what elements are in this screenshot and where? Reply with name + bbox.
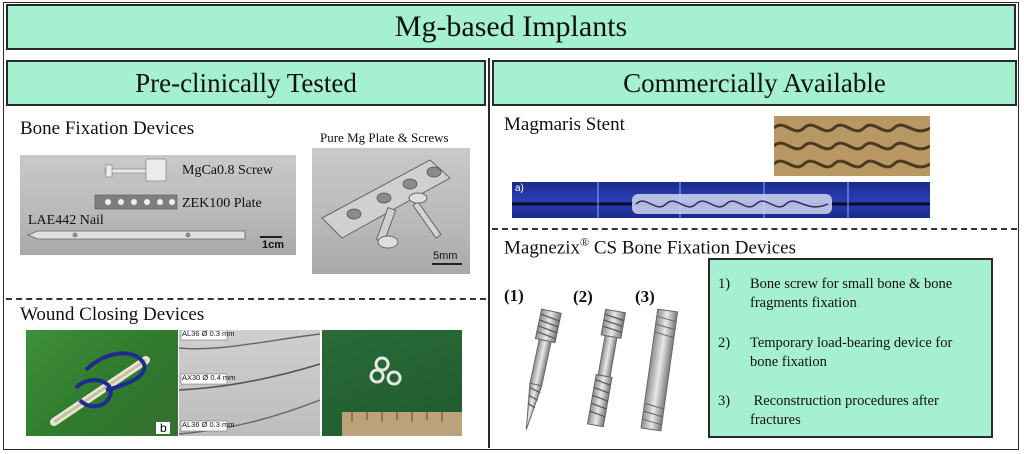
- clip-illustration: [342, 356, 462, 436]
- scale-label-5mm: 5mm: [433, 250, 458, 262]
- screw-label: MgCa0.8 Screw: [182, 163, 273, 178]
- screw-2-shape: [586, 308, 626, 428]
- right-section-divider: [492, 228, 1017, 230]
- screw-1-shape: [525, 308, 562, 430]
- screw-label-3: (3): [635, 287, 655, 306]
- plate-label: ZEK100 Plate: [182, 196, 262, 211]
- main-title: Mg-based Implants: [394, 10, 628, 43]
- screw-3-shape: [640, 308, 679, 432]
- column-divider: [488, 58, 490, 448]
- preclinical-header: Pre-clinically Tested: [6, 60, 486, 106]
- nail-label: LAE442 Nail: [28, 213, 104, 228]
- scale-label-1cm: 1cm: [262, 239, 285, 251]
- wire-photo: AL36 Ø 0.3 mm AX30 Ø 0.4 mm AL36 Ø 0.3 m…: [179, 330, 320, 436]
- use-item-1-text: Bone screw for small bone & bone fragmen…: [750, 276, 953, 311]
- clip-photo: [322, 330, 462, 436]
- wound-device-photo: b: [26, 330, 178, 436]
- pure-mg-plate-photo: [312, 148, 470, 274]
- bone-fixation-photo: [20, 155, 296, 255]
- use-item-3-text: Reconstruction procedures after fracture…: [750, 393, 943, 428]
- magnezix-uses-box: 1) Bone screw for small bone & bone frag…: [708, 258, 993, 438]
- left-section-divider: [6, 298, 486, 300]
- main-title-banner: Mg-based Implants: [6, 4, 1016, 50]
- magnezix-title-rest: CS Bone Fixation Devices: [589, 237, 796, 259]
- figure-frame: [3, 2, 1019, 450]
- stent-panel-tag: a): [515, 183, 524, 194]
- screw-label-2: (2): [573, 287, 593, 306]
- wound-closing-title: Wound Closing Devices: [20, 304, 205, 325]
- magnezix-title-main: Magnezix: [504, 237, 580, 259]
- use-item-3-num: 3): [718, 393, 731, 409]
- pure-mg-plate-title: Pure Mg Plate & Screws: [320, 130, 449, 145]
- use-item-1: 1) Bone screw for small bone & bone frag…: [718, 275, 975, 313]
- use-item-1-num: 1): [718, 276, 731, 292]
- wire-illustration: [179, 330, 320, 435]
- screw-label-1: (1): [504, 286, 524, 305]
- use-item-3: 3) Reconstruction procedures after fract…: [718, 392, 975, 430]
- stent-closeup-photo: [774, 116, 930, 176]
- wound-device-illustration: [50, 351, 170, 434]
- wound-panel-tag: b: [160, 421, 167, 435]
- bone-fixation-illustration: [26, 158, 282, 240]
- use-item-2: 2) Temporary load-bearing device for bon…: [718, 334, 975, 372]
- stent-mesh-illustration: [774, 123, 930, 169]
- wire-label-1: AL36 Ø 0.3 mm: [182, 330, 235, 338]
- magmaris-title: Magmaris Stent: [504, 114, 625, 135]
- stent-catheter-illustration: [512, 182, 930, 218]
- stent-catheter-photo: a): [512, 182, 930, 218]
- preclinical-header-label: Pre-clinically Tested: [135, 67, 357, 98]
- magnezix-title-registered: ®: [579, 235, 590, 249]
- commercial-header-label: Commercially Available: [623, 67, 886, 98]
- magnezix-title: Magnezix® CS Bone Fixation Devices: [504, 235, 796, 259]
- bone-fixation-title: Bone Fixation Devices: [20, 118, 195, 139]
- commercial-header: Commercially Available: [492, 60, 1017, 106]
- wire-label-3: AL36 Ø 0.3 mm: [182, 420, 235, 429]
- use-item-2-num: 2): [718, 335, 731, 351]
- magnezix-screws-illustration: [525, 308, 679, 432]
- wire-label-2: AX30 Ø 0.4 mm: [182, 373, 236, 382]
- plate-and-screws-illustration: [321, 159, 462, 265]
- use-item-2-text: Temporary load-bearing device for bone f…: [750, 335, 953, 370]
